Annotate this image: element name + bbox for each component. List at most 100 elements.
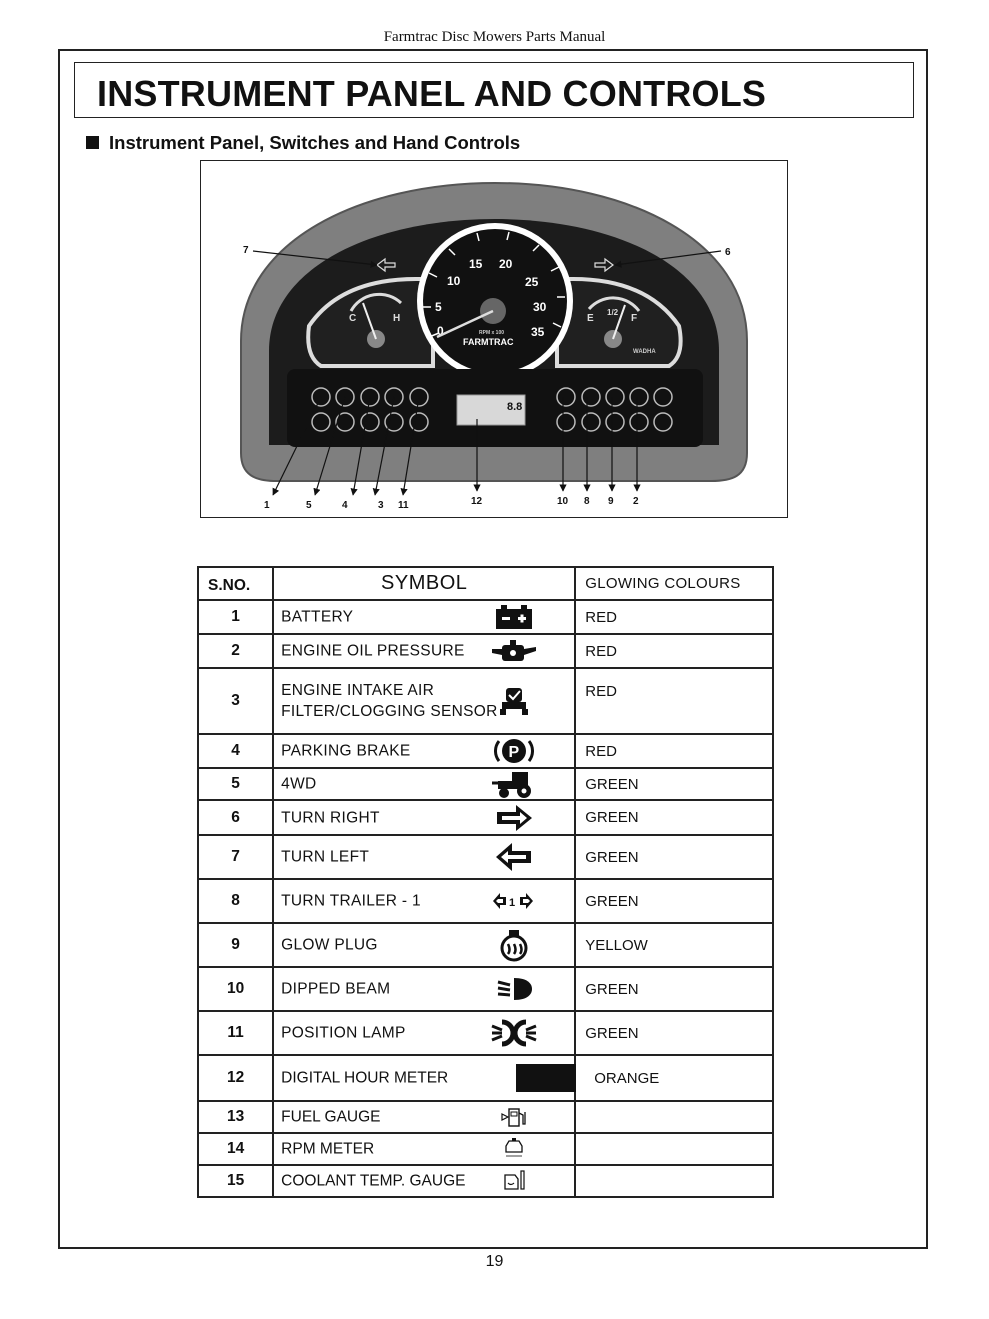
rpm-caption: RPM x 100 xyxy=(479,330,504,336)
indicator-lamps xyxy=(311,387,673,432)
row-colour: GREEN xyxy=(574,834,774,880)
dipped-beam-icon xyxy=(490,973,538,1005)
row-colour: RED xyxy=(574,599,774,635)
row-colour: GREEN xyxy=(574,966,774,1012)
row-label: COOLANT TEMP. GAUGE xyxy=(281,1172,466,1190)
row-symbol: 4WD xyxy=(272,767,577,801)
row-sno: 13 xyxy=(196,1100,275,1134)
row-colour: GREEN xyxy=(574,878,774,924)
row-label: PARKING BRAKE xyxy=(281,742,411,760)
row-colour: GREEN xyxy=(574,767,774,801)
coolant-temp-icon xyxy=(490,1165,538,1197)
callout-11: 11 xyxy=(398,500,409,511)
glow-plug-icon xyxy=(490,929,538,962)
row-label: ENGINE INTAKE AIR FILTER/CLOGGING SENSOR xyxy=(281,682,498,720)
row-symbol: RPM METER xyxy=(272,1132,577,1166)
tractor-4wd-icon xyxy=(490,768,538,800)
callout-9: 9 xyxy=(608,496,614,507)
table-row: 8 TURN TRAILER - 1 1 GREEN xyxy=(196,878,774,924)
table-row: 2 ENGINE OIL PRESSURE RED xyxy=(196,633,774,669)
header-colours: GLOWING COLOURS xyxy=(574,566,774,601)
hour-meter-display xyxy=(456,394,526,426)
row-symbol: TURN LEFT xyxy=(272,834,577,880)
row-symbol: GLOW PLUG xyxy=(272,922,577,968)
callout-12: 12 xyxy=(471,496,483,507)
fuel-f-label: F xyxy=(631,313,637,324)
row-symbol: COOLANT TEMP. GAUGE xyxy=(272,1164,577,1198)
row-sno: 9 xyxy=(196,922,275,968)
instrument-panel-drawing: C H E F 1/2 WADHA 0 5 10 15 20 25 30 35 … xyxy=(240,181,748,511)
subtitle-text: Instrument Panel, Switches and Hand Cont… xyxy=(109,132,521,153)
symbol-table: S.NO. SYMBOL GLOWING COLOURS 1 BATTERY R… xyxy=(196,566,774,1198)
row-sno: 10 xyxy=(196,966,275,1012)
callout-3: 3 xyxy=(378,500,384,511)
tacho-num-0: 0 xyxy=(437,324,444,338)
callout-5: 5 xyxy=(306,500,312,511)
table-row: 3 ENGINE INTAKE AIR FILTER/CLOGGING SENS… xyxy=(196,667,774,735)
row-sno: 1 xyxy=(196,599,275,635)
page-frame xyxy=(58,49,928,1249)
brand-label: FARMTRAC xyxy=(463,337,514,347)
oil-can-icon xyxy=(490,635,538,667)
header-sno: S.NO. xyxy=(196,566,275,601)
row-symbol: DIGITAL HOUR METER xyxy=(272,1054,577,1102)
hour-meter-digits: 8.8 xyxy=(507,401,522,413)
row-symbol: POSITION LAMP xyxy=(272,1010,577,1056)
row-symbol: TURN TRAILER - 1 1 xyxy=(272,878,577,924)
tacho-num-35: 35 xyxy=(531,325,545,339)
maker-label: WADHA xyxy=(633,349,656,355)
table-row: 9 GLOW PLUG YELLOW xyxy=(196,922,774,968)
position-lamp-icon xyxy=(490,1017,538,1049)
table-row: 4 PARKING BRAKE P RED xyxy=(196,733,774,769)
row-sno: 8 xyxy=(196,878,275,924)
row-label: TURN RIGHT xyxy=(281,809,380,826)
turn-right-arrow-icon xyxy=(594,257,614,273)
row-colour: RED xyxy=(574,667,774,735)
row-symbol: BATTERY xyxy=(272,599,577,635)
page-title: INSTRUMENT PANEL AND CONTROLS xyxy=(97,73,767,114)
row-label: BATTERY xyxy=(281,608,354,626)
table-row: 10 DIPPED BEAM GREEN xyxy=(196,966,774,1012)
table-row: 15 COOLANT TEMP. GAUGE xyxy=(196,1164,774,1198)
row-label: 4WD xyxy=(281,775,317,793)
section-subtitle: Instrument Panel, Switches and Hand Cont… xyxy=(86,132,520,154)
fuel-pump-icon xyxy=(490,1101,538,1133)
fuel-half-label: 1/2 xyxy=(607,308,619,317)
arrow-left-icon xyxy=(490,841,538,873)
callout-2: 2 xyxy=(633,496,639,507)
row-sno: 7 xyxy=(196,834,275,880)
row-symbol: TURN RIGHT xyxy=(272,799,577,836)
row-colour xyxy=(574,1132,774,1166)
table-header-row: S.NO. SYMBOL GLOWING COLOURS xyxy=(196,566,774,601)
tacho-needle xyxy=(436,309,494,339)
row-sno: 4 xyxy=(196,733,275,769)
fuel-e-label: E xyxy=(587,313,594,324)
air-filter-icon xyxy=(490,685,538,717)
table-row: 13 FUEL GAUGE xyxy=(196,1100,774,1134)
parking-brake-icon: P xyxy=(490,735,538,767)
row-colour xyxy=(574,1100,774,1134)
table-row: 1 BATTERY RED xyxy=(196,599,774,635)
row-sno: 5 xyxy=(196,767,275,801)
row-sno: 14 xyxy=(196,1132,275,1166)
row-colour: RED xyxy=(574,733,774,769)
arrow-right-icon xyxy=(490,802,538,834)
row-symbol: ENGINE OIL PRESSURE xyxy=(272,633,577,669)
row-label: RPM METER xyxy=(281,1140,375,1158)
tacho-num-10: 10 xyxy=(447,274,461,288)
row-label: TURN TRAILER - 1 xyxy=(281,892,421,910)
row-sno: 2 xyxy=(196,633,275,669)
instrument-panel-figure: C H E F 1/2 WADHA 0 5 10 15 20 25 30 35 … xyxy=(200,160,788,518)
tacho-num-15: 15 xyxy=(469,257,483,271)
table-row: 14 RPM METER xyxy=(196,1132,774,1166)
callout-10: 10 xyxy=(557,496,569,507)
svg-text:1: 1 xyxy=(509,897,515,909)
rpm-engine-icon xyxy=(490,1133,538,1165)
callout-1: 1 xyxy=(264,500,270,511)
row-colour: ORANGE xyxy=(574,1054,774,1102)
row-symbol: FUEL GAUGE xyxy=(272,1100,577,1134)
temp-h-label: H xyxy=(393,313,400,324)
row-colour: RED xyxy=(574,633,774,669)
page-number: 19 xyxy=(485,1253,504,1270)
svg-text:P: P xyxy=(509,744,520,761)
